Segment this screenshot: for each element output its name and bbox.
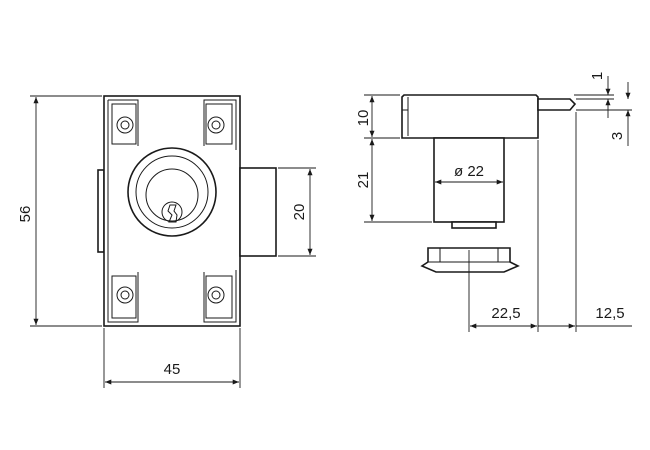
cylinder-outer-ring <box>127 147 217 237</box>
screw-bottom-left <box>111 275 137 319</box>
side-plate <box>401 94 539 139</box>
side-cylinder <box>433 137 505 223</box>
plate-label: 10 <box>355 110 372 127</box>
bolt-offset-label: 3 <box>609 132 626 140</box>
width-label: 45 <box>164 361 181 378</box>
dimension-22-5: 22,5 <box>468 140 539 332</box>
front-bolt <box>239 167 277 257</box>
height-label: 56 <box>17 206 34 223</box>
cylinder-face <box>145 168 199 222</box>
screw-bottom-right <box>205 275 233 319</box>
dimension-56: 56 <box>17 95 102 327</box>
bolt-label: 20 <box>291 204 308 221</box>
side-cylinder-tip <box>451 221 497 229</box>
side-view <box>401 94 577 273</box>
dimension-diameter-22: ø 22 <box>435 163 503 185</box>
right-dim-label: 12,5 <box>595 305 624 322</box>
keyhole-icon <box>167 204 178 223</box>
dimension-1: 1 <box>574 72 614 118</box>
front-back-strip <box>97 169 105 253</box>
dimension-21: 21 <box>355 139 432 223</box>
strike-plate <box>420 247 520 273</box>
dimension-45: 45 <box>103 328 241 388</box>
dimension-10: 10 <box>355 94 400 139</box>
dimension-20: 20 <box>278 167 316 257</box>
lock-body-inner-outline <box>107 99 237 323</box>
front-view <box>97 95 277 327</box>
diameter-label: ø 22 <box>454 163 484 180</box>
screw-top-right <box>205 103 233 145</box>
dimension-12-5: 12,5 <box>538 112 632 332</box>
top-gap-label: 1 <box>589 72 606 80</box>
cylinder-length-label: 21 <box>355 172 372 189</box>
screw-top-left <box>111 103 137 145</box>
dimension-3: 3 <box>576 82 632 146</box>
left-dim-label: 22,5 <box>491 305 520 322</box>
side-bolt-pin <box>537 98 577 111</box>
cylinder-inner-ring <box>135 155 209 229</box>
